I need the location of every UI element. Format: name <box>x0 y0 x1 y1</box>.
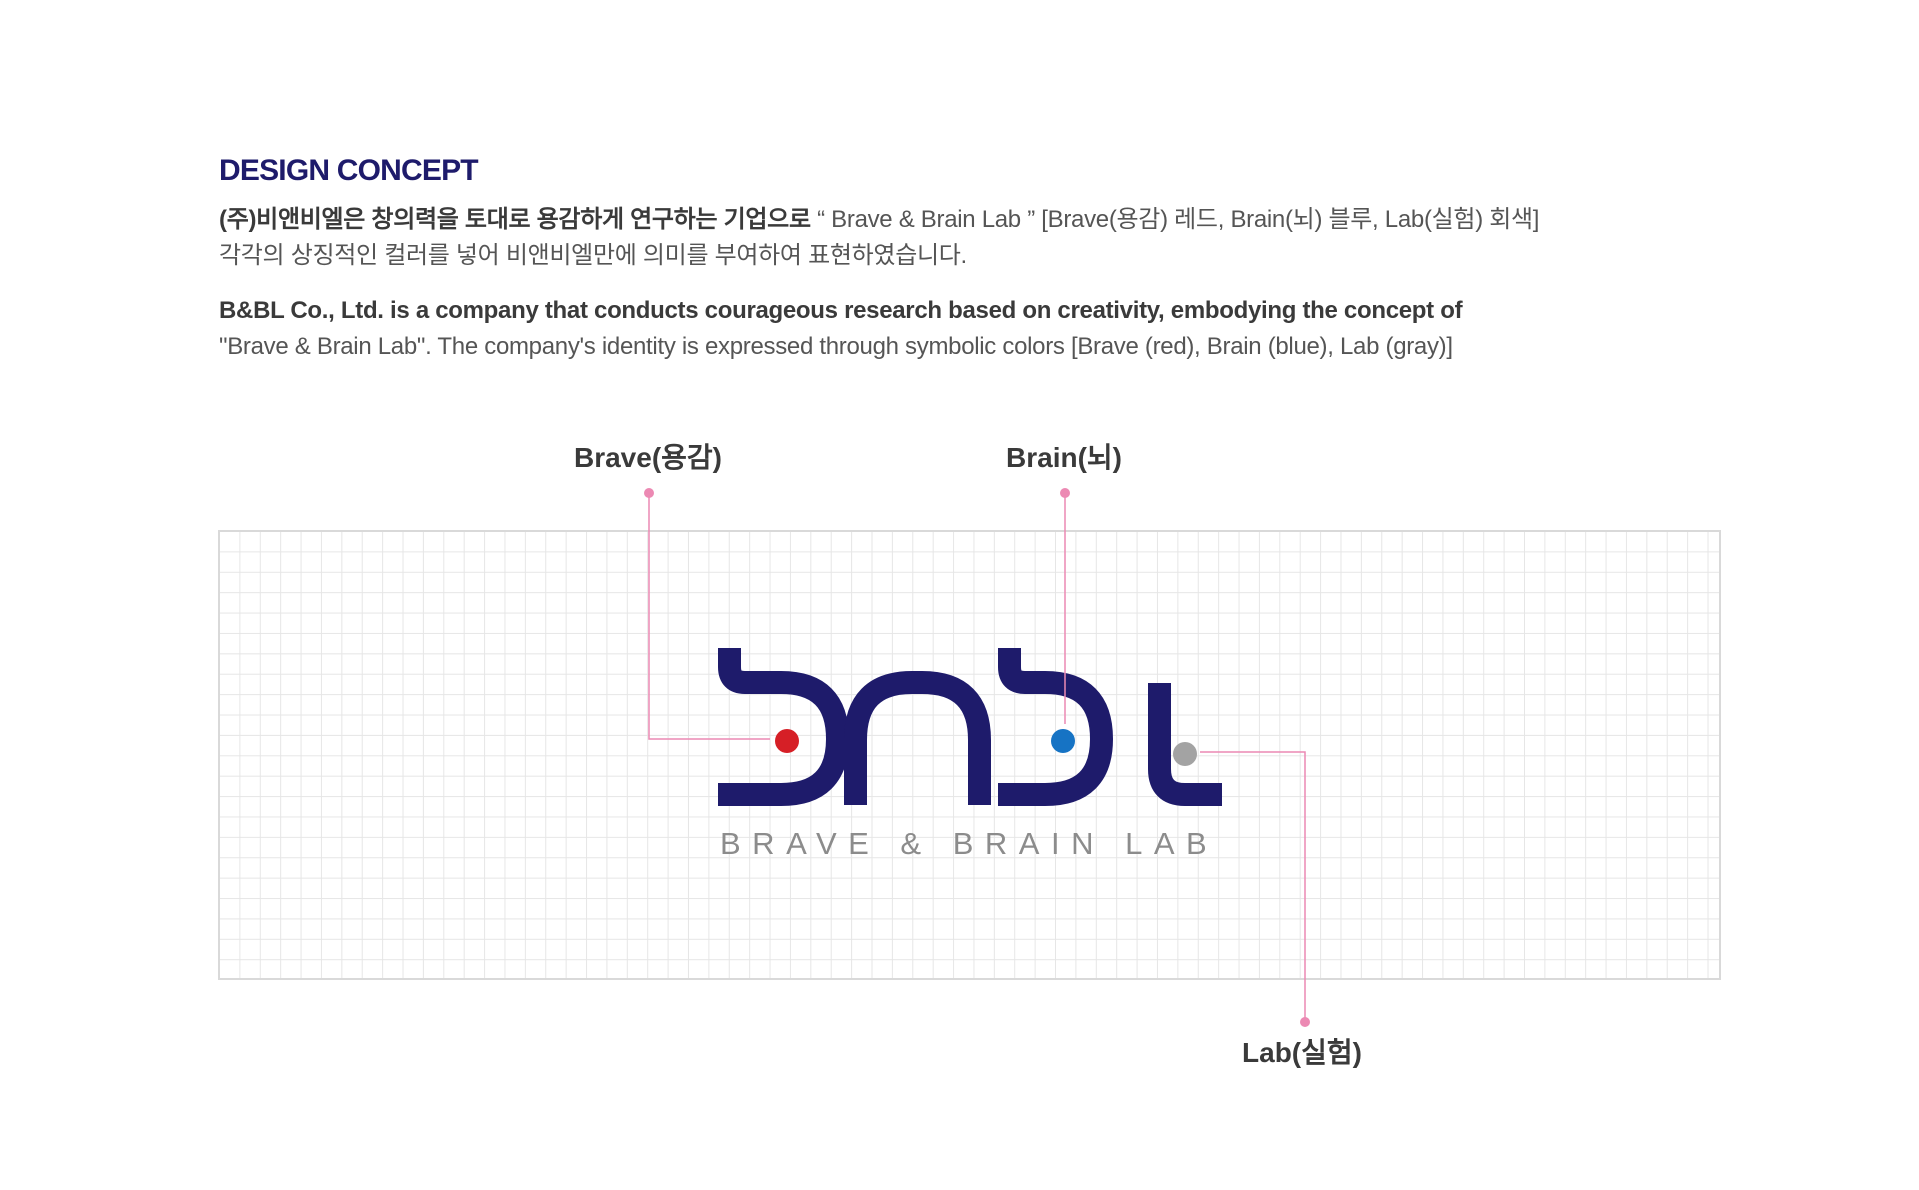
logo-letter-l <box>1148 683 1222 806</box>
section-title: DESIGN CONCEPT <box>219 154 479 187</box>
description-korean: (주)비앤비엘은 창의력을 토대로 용감하게 연구하는 기업으로 “ Brave… <box>219 202 1539 274</box>
leader-line-brave <box>648 493 770 740</box>
anchor-dot-lab <box>1300 1017 1310 1027</box>
bnbl-logo-mark <box>718 648 1222 806</box>
logo-letter-n <box>844 671 991 805</box>
callout-leaders <box>648 493 1306 1022</box>
logo-grid-panel <box>218 530 1721 980</box>
description-korean-line-1: (주)비앤비엘은 창의력을 토대로 용감하게 연구하는 기업으로 “ Brave… <box>219 202 1539 238</box>
logo-letter-b-2 <box>998 648 1114 806</box>
description-english-line-2: "Brave & Brain Lab". The company's ident… <box>219 333 1453 360</box>
callout-label-brave: Brave(용감) <box>573 442 723 473</box>
brave-red-dot <box>775 729 799 753</box>
logo-tagline: BRAVE & BRAIN LAB <box>720 826 1223 861</box>
callout-label-brain: Brain(뇌) <box>1006 442 1122 473</box>
callout-anchors <box>644 488 1310 1027</box>
brain-blue-dot <box>1051 729 1075 753</box>
description-korean-line-2: 각각의 상징적인 컬러를 넣어 비앤비엘만에 의미를 부여하여 표현하였습니다. <box>219 242 967 269</box>
leader-line-lab <box>1200 751 1306 1022</box>
description-korean-colors: “ Brave & Brain Lab ” [Brave(용감) 레드, Bra… <box>810 206 1540 233</box>
description-korean-emphasis: (주)비앤비엘은 창의력을 토대로 용감하게 연구하는 기업으로 <box>219 206 811 233</box>
anchor-dot-brain <box>1060 488 1070 498</box>
lab-gray-dot <box>1173 742 1197 766</box>
anchor-dot-brave <box>644 488 654 498</box>
description-english: B&BL Co., Ltd. is a company that conduct… <box>219 293 1463 365</box>
description-english-line-1: B&BL Co., Ltd. is a company that conduct… <box>219 297 1463 324</box>
logo-letter-b <box>718 648 850 806</box>
callout-label-lab: Lab(실험) <box>1242 1037 1362 1068</box>
